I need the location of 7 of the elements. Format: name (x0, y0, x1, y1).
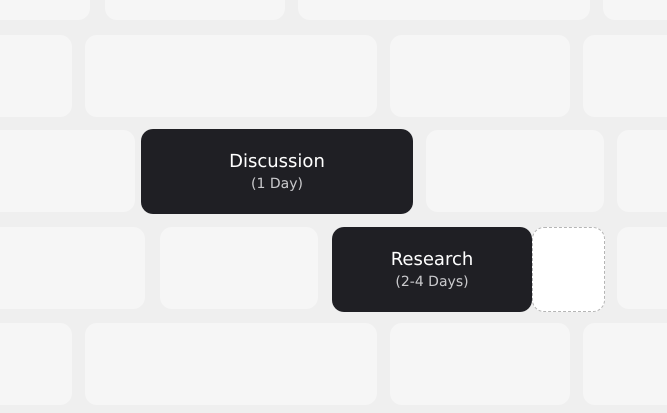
task-bar (332, 227, 532, 312)
task-duration: (1 Day) (251, 174, 303, 194)
task-title: Research (390, 248, 474, 272)
task-title: Discussion (229, 150, 325, 174)
task-duration: (2-4 Days) (395, 272, 469, 292)
dashed-placeholder-box (532, 227, 605, 312)
task-bar (141, 129, 413, 214)
